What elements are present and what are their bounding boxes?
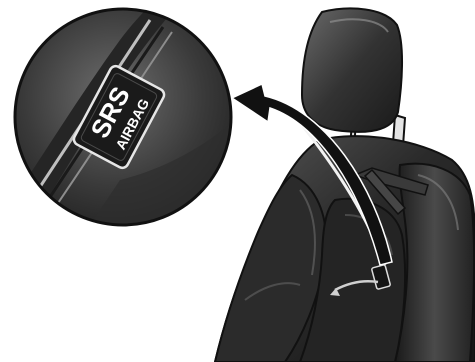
seat-right-bolster [395,164,474,362]
callout-magnifier: SRS AIRBAG [0,0,240,245]
seat [215,8,475,362]
headrest [302,8,402,131]
